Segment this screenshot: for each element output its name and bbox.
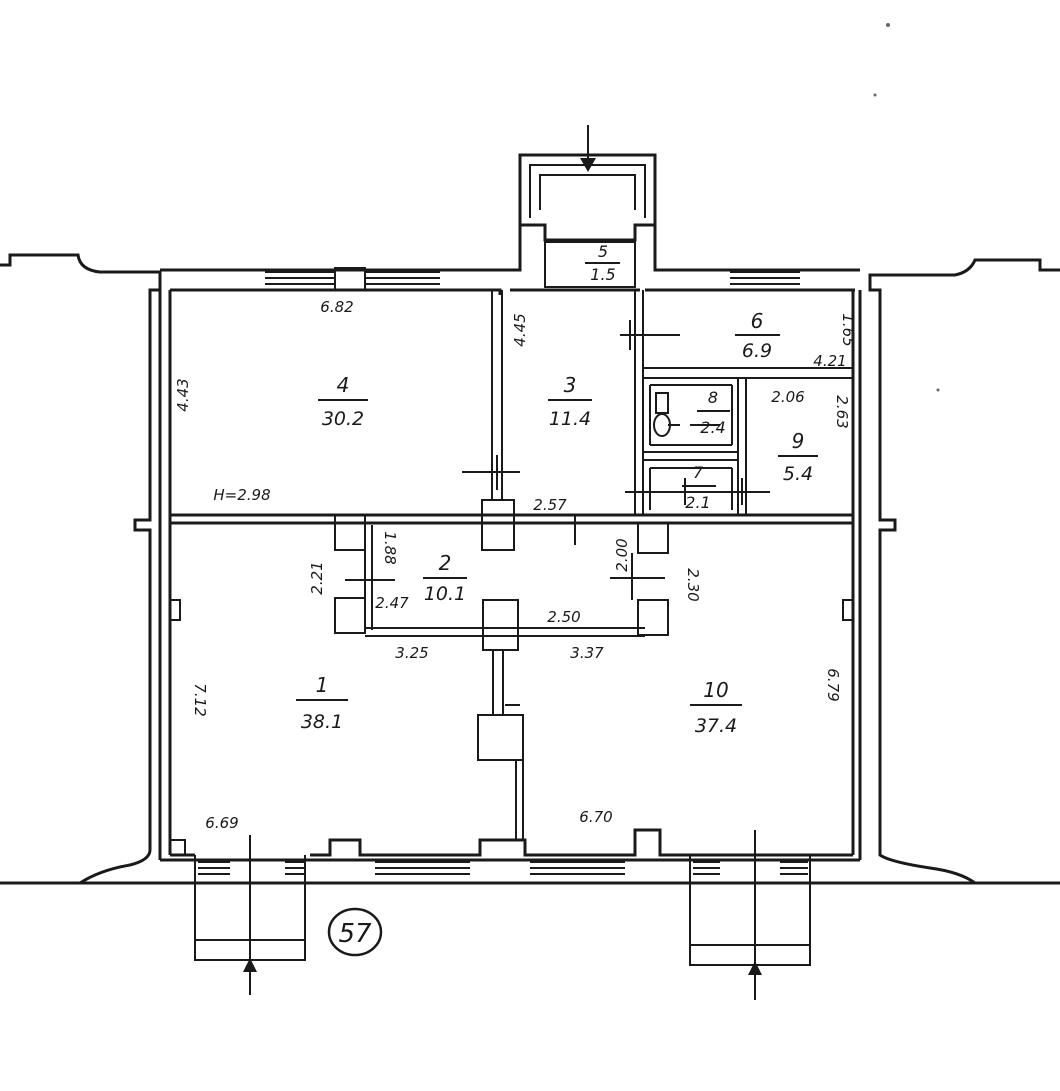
- dim-682: 6.82: [320, 298, 353, 316]
- speck: [886, 23, 890, 27]
- room-5-outline: [544, 241, 636, 288]
- dim-337: 3.37: [570, 644, 604, 662]
- dim-221: 2.21: [308, 561, 326, 594]
- neighbor-wall-left: [0, 253, 162, 885]
- pier-center-top: [481, 499, 515, 551]
- pier-2-center: [482, 599, 519, 651]
- pier-2-right-top: [637, 522, 669, 554]
- dim-669: 6.69: [205, 814, 238, 832]
- svg-text:3: 3: [564, 373, 577, 397]
- dim-257: 2.57: [533, 496, 567, 514]
- pier-2-left-top: [334, 514, 366, 551]
- room-3-label: 3 11.4: [548, 373, 592, 430]
- dim-443: 4.43: [174, 378, 192, 411]
- svg-text:1: 1: [316, 673, 329, 697]
- svg-text:11.4: 11.4: [549, 408, 591, 430]
- dim-247: 2.47: [375, 594, 409, 612]
- svg-text:2.4: 2.4: [700, 418, 725, 437]
- svg-text:10: 10: [703, 678, 728, 702]
- pier-2-right-bottom: [637, 599, 669, 636]
- svg-text:6.9: 6.9: [742, 340, 772, 362]
- dim-188: 1.88: [381, 531, 399, 564]
- room-6-label: 6 6.9: [735, 309, 780, 362]
- toilet-icon: [653, 392, 680, 437]
- dim-250: 2.50: [547, 608, 580, 626]
- dim-325: 3.25: [395, 644, 428, 662]
- dim-230: 2.30: [684, 568, 702, 601]
- dim-298: H=2.98: [213, 486, 270, 504]
- north-window-1: [265, 271, 335, 285]
- building-number-badge: 57: [327, 907, 383, 957]
- west-jog: [170, 599, 181, 621]
- north-wall-inner-4: [170, 288, 502, 295]
- room-9-label: 9 5.4: [778, 429, 818, 485]
- rear-entry-arrow-head: [580, 158, 596, 172]
- room-2-label: 2 10.1: [423, 551, 467, 605]
- rear-porch: [518, 125, 657, 225]
- svg-text:7: 7: [693, 463, 704, 482]
- svg-text:9: 9: [792, 429, 805, 453]
- dim-206: 2.06: [771, 388, 804, 406]
- dim-200: 2.00: [613, 538, 631, 571]
- dim-421: 4.21: [813, 352, 846, 370]
- dim-670: 6.70: [579, 808, 612, 826]
- svg-text:8: 8: [708, 388, 718, 407]
- south-entrance-right: [689, 830, 811, 1000]
- south-window-2: [530, 861, 625, 875]
- dim-445: 4.45: [511, 313, 529, 346]
- svg-text:4: 4: [337, 373, 350, 397]
- north-wall: [160, 223, 860, 272]
- svg-text:5.4: 5.4: [783, 463, 813, 485]
- dim-712: 7.12: [191, 683, 209, 716]
- sw-corner: [170, 839, 186, 855]
- east-jog: [842, 599, 853, 621]
- north-window-3: [730, 271, 800, 285]
- dim-679: 6.79: [824, 668, 842, 701]
- south-wall-inner: [160, 828, 853, 862]
- svg-text:30.2: 30.2: [322, 408, 364, 430]
- svg-text:1.5: 1.5: [590, 265, 615, 284]
- pier-1-10: [477, 714, 524, 761]
- svg-text:6: 6: [751, 309, 764, 333]
- svg-text:2: 2: [439, 551, 452, 575]
- room-10-label: 10 37.4: [690, 678, 742, 737]
- svg-text:38.1: 38.1: [301, 711, 343, 733]
- room-5-label: 5 1.5: [585, 242, 620, 284]
- south-window-1: [375, 861, 470, 875]
- room-1-label: 1 38.1: [296, 673, 348, 733]
- neighbor-wall-right: [868, 258, 1060, 885]
- speck: [936, 388, 940, 392]
- svg-text:57: 57: [338, 919, 372, 949]
- svg-text:5: 5: [598, 242, 608, 261]
- room-7-label: 7 2.1: [682, 463, 716, 512]
- room-8-label: 8 2.4: [697, 388, 730, 437]
- dim-263: 2.63: [833, 395, 851, 428]
- speck: [873, 93, 877, 97]
- svg-text:2.1: 2.1: [685, 493, 710, 512]
- svg-text:10.1: 10.1: [424, 583, 466, 605]
- south-entrance-left: [194, 835, 306, 995]
- pier-2-left-bottom: [334, 597, 366, 634]
- dim-165: 1.65: [839, 313, 857, 346]
- north-window-2: [365, 271, 440, 285]
- svg-text:37.4: 37.4: [695, 715, 737, 737]
- room-4-label: 4 30.2: [318, 373, 368, 430]
